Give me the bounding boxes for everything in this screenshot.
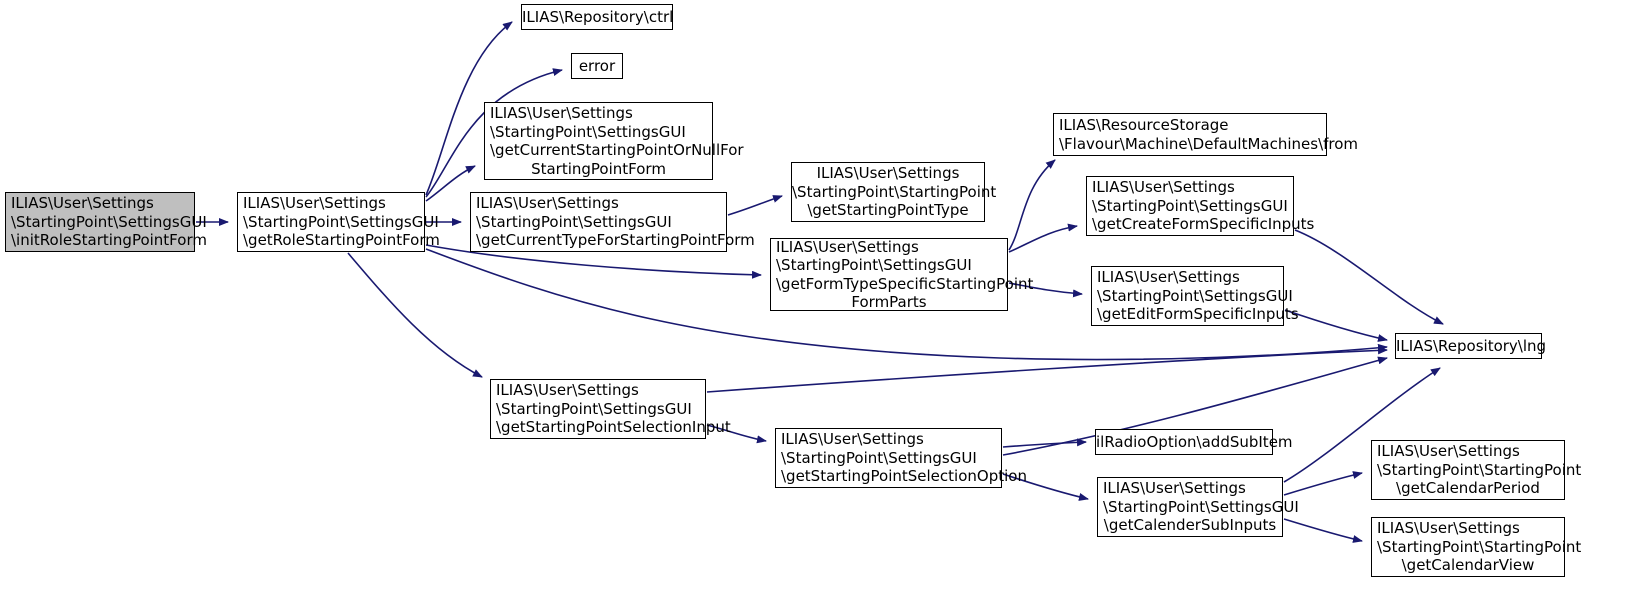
node-line: error xyxy=(578,56,616,75)
node-get-calendar-view[interactable]: ILIAS\User\Settings \StartingPoint\Start… xyxy=(1371,517,1582,577)
node-line: \getStartingPointType xyxy=(807,201,969,220)
node-line: \StartingPoint\SettingsGUI xyxy=(1097,286,1293,305)
node-init-role-starting-point-form[interactable]: ILIAS\User\Settings \StartingPoint\Setti… xyxy=(5,192,207,252)
node-line: ILIAS\User\Settings xyxy=(816,164,960,183)
edge-getrole-to-getspselinput xyxy=(347,252,483,378)
node-get-role-starting-point-form[interactable]: ILIAS\User\Settings \StartingPoint\Setti… xyxy=(237,192,440,252)
node-line: ILIAS\User\Settings xyxy=(1377,519,1520,538)
node-line: ILIAS\Repository\lng xyxy=(1396,336,1547,355)
node-line: \getCalenderSubInputs xyxy=(1103,516,1277,535)
node-get-current-starting-point-or-null-for-starting-point-form[interactable]: ILIAS\User\Settings \StartingPoint\Setti… xyxy=(484,102,744,180)
edge-getformtype-to-defaultmachines xyxy=(1008,159,1056,251)
node-line: \StartingPoint\SettingsGUI xyxy=(11,212,207,231)
node-repository-lng[interactable]: ILIAS\Repository\lng xyxy=(1395,333,1547,359)
node-line: \StartingPoint\SettingsGUI xyxy=(1092,196,1288,215)
node-line: \StartingPoint\SettingsGUI xyxy=(476,212,672,231)
node-line: ILIAS\User\Settings xyxy=(1377,442,1520,461)
node-get-starting-point-selection-option[interactable]: ILIAS\User\Settings \StartingPoint\Setti… xyxy=(775,428,1027,488)
node-get-calendar-period[interactable]: ILIAS\User\Settings \StartingPoint\Start… xyxy=(1371,440,1582,500)
edge-getcurrenttype-to-sptype xyxy=(727,195,783,216)
node-line: \getEditFormSpecificInputs xyxy=(1097,305,1299,324)
node-line: ILIAS\User\Settings xyxy=(781,430,924,449)
node-line: \getCalendarPeriod xyxy=(1396,479,1540,498)
node-radio-option-add-sub-item[interactable]: ilRadioOption\addSubItem xyxy=(1095,429,1293,455)
node-error[interactable]: error xyxy=(571,53,623,79)
edge-getrole-to-getcurrentsp xyxy=(425,165,476,202)
node-line: \StartingPoint\SettingsGUI xyxy=(781,448,977,467)
node-get-current-type-for-starting-point-form[interactable]: ILIAS\User\Settings \StartingPoint\Setti… xyxy=(470,192,755,252)
node-line: ILIAS\User\Settings xyxy=(776,237,919,256)
node-line: ILIAS\User\Settings xyxy=(11,194,154,213)
edge-spselinput-to-lng xyxy=(706,346,1388,393)
node-line: \getStartingPointSelectionOption xyxy=(781,467,1027,486)
node-line: \getCurrentTypeForStartingPointForm xyxy=(476,231,755,250)
node-line: ILIAS\User\Settings xyxy=(1092,178,1235,197)
node-line: \getFormTypeSpecificStartingPoint xyxy=(776,274,1034,293)
node-default-machines-from[interactable]: ILIAS\ResourceStorage \Flavour\Machine\D… xyxy=(1053,113,1359,156)
node-line: \StartingPoint\SettingsGUI xyxy=(1103,497,1299,516)
node-line: \StartingPoint\SettingsGUI xyxy=(243,212,439,231)
node-line: ILIAS\Repository\ctrl xyxy=(522,7,674,26)
node-line: \StartingPoint\SettingsGUI xyxy=(496,399,692,418)
node-line: \getCurrentStartingPointOrNullFor xyxy=(490,141,744,159)
node-get-form-type-specific-starting-point-form-parts[interactable]: ILIAS\User\Settings \StartingPoint\Setti… xyxy=(770,237,1034,311)
node-line: ILIAS\User\Settings xyxy=(490,104,633,122)
edge-calendersubinputs-to-calendarview xyxy=(1283,518,1363,543)
node-line: FormParts xyxy=(851,293,927,311)
node-line: \StartingPoint\SettingsGUI xyxy=(776,256,972,274)
node-line: ILIAS\User\Settings xyxy=(1103,479,1246,498)
node-line: \StartingPoint\StartingPoint xyxy=(1377,460,1582,479)
node-line: ILIAS\User\Settings xyxy=(243,194,386,213)
node-line: \StartingPoint\SettingsGUI xyxy=(490,122,686,141)
node-get-create-form-specific-inputs[interactable]: ILIAS\User\Settings \StartingPoint\Setti… xyxy=(1086,176,1315,236)
node-line: \getStartingPointSelectionInput xyxy=(496,418,731,437)
edge-spseloption-to-addsubitem xyxy=(1002,438,1087,448)
node-line: \getCreateFormSpecificInputs xyxy=(1092,215,1315,234)
node-get-starting-point-selection-input[interactable]: ILIAS\User\Settings \StartingPoint\Setti… xyxy=(490,379,731,439)
edge-calendersubinputs-to-calendarperiod xyxy=(1283,471,1363,496)
node-line: \StartingPoint\StartingPoint xyxy=(792,182,997,201)
node-get-edit-form-specific-inputs[interactable]: ILIAS\User\Settings \StartingPoint\Setti… xyxy=(1091,266,1299,326)
node-line: \initRoleStartingPointForm xyxy=(11,231,207,250)
node-line: ilRadioOption\addSubItem xyxy=(1096,432,1293,451)
node-line: ILIAS\User\Settings xyxy=(1097,268,1240,287)
node-line: StartingPointForm xyxy=(531,159,666,178)
node-line: \getCalendarView xyxy=(1401,556,1535,575)
node-line: ILIAS\User\Settings xyxy=(476,194,619,213)
node-line: \StartingPoint\StartingPoint xyxy=(1377,537,1582,556)
node-line: \getRoleStartingPointForm xyxy=(243,231,440,250)
node-line: ILIAS\ResourceStorage xyxy=(1059,116,1229,134)
edge-getformtype-to-createinputs xyxy=(1008,223,1078,253)
node-get-calender-sub-inputs[interactable]: ILIAS\User\Settings \StartingPoint\Setti… xyxy=(1097,477,1299,537)
edge-editinputs-to-lng xyxy=(1284,309,1388,342)
node-line: \Flavour\Machine\DefaultMachines\from xyxy=(1059,134,1359,153)
node-line: ILIAS\User\Settings xyxy=(496,381,639,400)
node-get-starting-point-type[interactable]: ILIAS\User\Settings \StartingPoint\Start… xyxy=(791,162,997,222)
edge-createinputs-to-lng xyxy=(1294,229,1444,325)
node-repository-ctrl[interactable]: ILIAS\Repository\ctrl xyxy=(521,4,673,30)
